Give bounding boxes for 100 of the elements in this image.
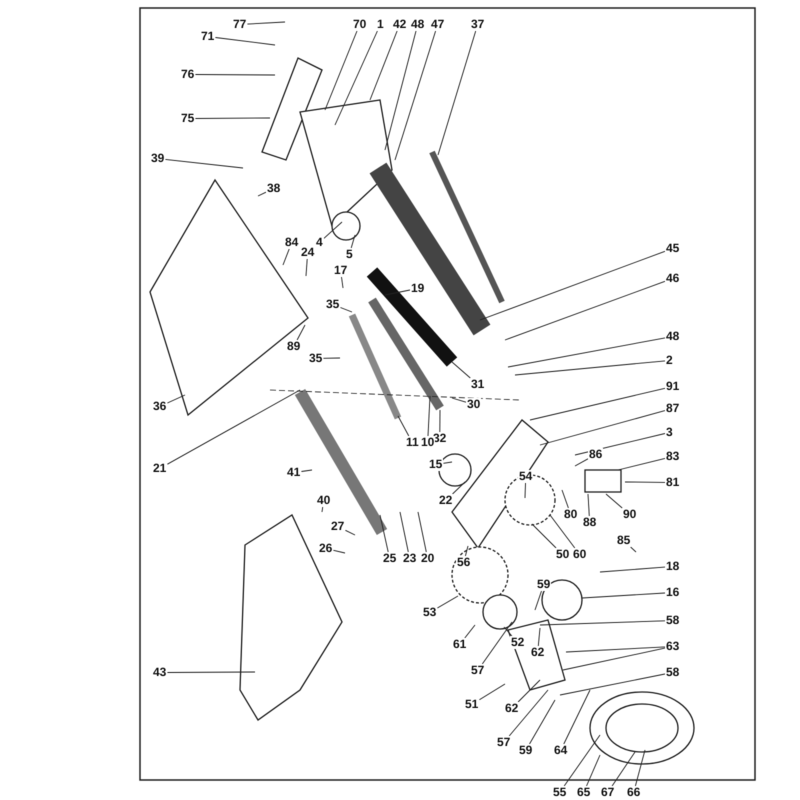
callout-number: 53	[422, 606, 438, 619]
leader-line	[398, 416, 410, 436]
callout-number: 27	[330, 520, 346, 533]
callout-number: 80	[563, 508, 578, 521]
callout-number: 83	[665, 450, 680, 463]
callout-number: 70	[352, 18, 368, 31]
callout-number: 43	[152, 666, 168, 679]
callout-number: 35	[325, 298, 340, 311]
leader-line	[322, 506, 324, 512]
callout-number: 31	[470, 378, 486, 391]
leader-line	[442, 462, 452, 464]
callout-number: 52	[510, 636, 526, 649]
leader-line	[600, 566, 666, 572]
leader-line	[340, 307, 352, 312]
callout-number: 18	[665, 560, 680, 573]
callout-number: 77	[232, 18, 248, 31]
leader-line	[478, 684, 506, 700]
leader-line	[428, 396, 430, 436]
callout-number: 63	[665, 640, 680, 653]
callout-number: 10	[420, 436, 436, 449]
leader-line	[518, 680, 540, 702]
callout-number: 5	[345, 248, 354, 261]
callout-number: 17	[333, 264, 348, 277]
callout-number: 57	[470, 664, 486, 677]
leader-line	[504, 626, 512, 636]
leader-line	[194, 118, 270, 119]
leader-line	[452, 482, 466, 494]
callout-number: 48	[665, 330, 680, 343]
callout-number: 54	[518, 470, 534, 483]
callout-number: 35	[308, 352, 324, 365]
callout-number: 62	[530, 646, 546, 659]
callout-number: 64	[553, 744, 568, 757]
callout-number: 16	[665, 586, 680, 599]
leader-line	[194, 74, 276, 76]
callout-number: 59	[536, 578, 552, 591]
leader-line	[529, 700, 556, 744]
leader-line	[530, 388, 666, 420]
callout-number: 62	[504, 702, 520, 715]
callout-number: 26	[318, 542, 334, 555]
callout-number: 19	[410, 282, 426, 295]
leader-line	[258, 192, 266, 196]
leader-line	[300, 470, 312, 472]
callout-number: 2	[665, 354, 674, 367]
callout-number: 86	[588, 448, 604, 461]
callout-number: 39	[150, 152, 166, 165]
leader-line	[534, 590, 542, 610]
leader-line	[324, 30, 358, 110]
leader-line	[380, 514, 389, 552]
leader-line	[350, 234, 356, 248]
callout-number: 11	[405, 436, 420, 449]
leader-line	[436, 596, 458, 608]
leader-line	[564, 734, 600, 786]
callout-number: 65	[576, 786, 592, 799]
callout-number: 47	[430, 18, 446, 31]
leader-line	[574, 433, 666, 456]
callout-number: 59	[518, 744, 534, 757]
leader-line	[560, 674, 666, 696]
leader-line	[370, 30, 398, 100]
leader-line	[606, 494, 623, 508]
leader-line	[418, 512, 427, 552]
leader-line	[562, 490, 569, 508]
callout-number: 25	[382, 552, 398, 565]
leader-line	[214, 37, 276, 46]
callout-number: 66	[626, 786, 642, 799]
callout-number: 30	[466, 398, 482, 411]
callout-number: 67	[600, 786, 616, 799]
leader-line	[588, 494, 590, 516]
callout-number: 51	[464, 698, 480, 711]
leader-line	[550, 514, 576, 548]
callout-number: 60	[572, 548, 588, 561]
callout-number: 21	[152, 462, 168, 475]
callout-number: 1	[376, 18, 385, 31]
leader-line	[464, 546, 468, 556]
leader-line	[164, 158, 244, 168]
leader-line	[566, 646, 666, 652]
leader-line	[524, 482, 526, 498]
leader-line	[630, 546, 636, 552]
callout-number: 23	[402, 552, 418, 565]
leader-line	[384, 30, 416, 150]
leader-line	[438, 30, 476, 156]
leader-line	[464, 624, 476, 638]
leader-line	[323, 222, 342, 240]
leader-line	[341, 276, 344, 288]
leader-line	[624, 482, 666, 483]
leader-line	[540, 620, 666, 626]
callout-number: 76	[180, 68, 196, 81]
leader-line	[282, 248, 290, 266]
leader-line	[612, 752, 636, 786]
leader-line	[508, 690, 548, 736]
leader-line	[634, 750, 646, 786]
callout-number: 37	[470, 18, 486, 31]
leader-line	[306, 258, 308, 276]
leader-line	[582, 592, 666, 598]
callout-number: 89	[286, 340, 302, 353]
callout-number: 85	[616, 534, 632, 547]
callout-number: 58	[665, 666, 680, 679]
callout-number: 38	[266, 182, 282, 195]
callout-number: 41	[286, 466, 302, 479]
leader-line	[532, 524, 557, 548]
callout-number: 42	[392, 18, 408, 31]
